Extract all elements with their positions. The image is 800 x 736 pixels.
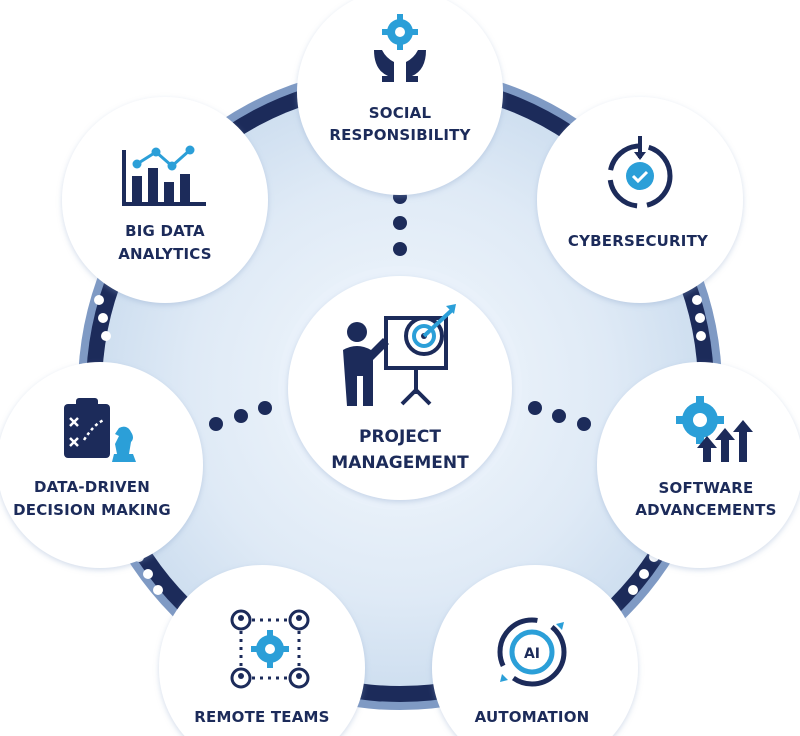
node-cyber-line1: CYBERSECURITY: [568, 232, 709, 250]
node-software-line2: ADVANCEMENTS: [635, 501, 776, 519]
node-social-line2: RESPONSIBILITY: [329, 126, 471, 144]
network-people-gear-icon: [230, 609, 310, 689]
presentation-target-icon: [343, 304, 456, 406]
center-title-line1: PROJECT: [359, 427, 441, 447]
node-decision-line1: DATA-DRIVEN: [34, 478, 150, 496]
svg-text:AI: AI: [524, 646, 540, 662]
node-social-line1: SOCIAL: [369, 104, 432, 122]
node-bigdata-line1: BIG DATA: [125, 222, 205, 240]
ai-cycle-icon: AI: [497, 617, 567, 687]
center-circle: [288, 276, 512, 500]
node-software-line1: SOFTWARE: [659, 479, 754, 497]
node-remote-line1: REMOTE TEAMS: [194, 708, 329, 726]
clipboard-strategy-icon: [64, 398, 136, 462]
connector-dots: [209, 190, 591, 431]
shield-cycle-icon: [607, 136, 673, 209]
center-title-line2: MANAGEMENT: [331, 453, 469, 473]
gear-arrows-up-icon: [676, 396, 753, 462]
node-bigdata-line2: ANALYTICS: [118, 245, 212, 263]
node-decision-line2: DECISION MAKING: [13, 501, 171, 519]
node-automation-line1: AUTOMATION: [475, 708, 590, 726]
bar-line-chart-icon: [122, 145, 206, 206]
hands-gear-icon: [374, 14, 426, 82]
